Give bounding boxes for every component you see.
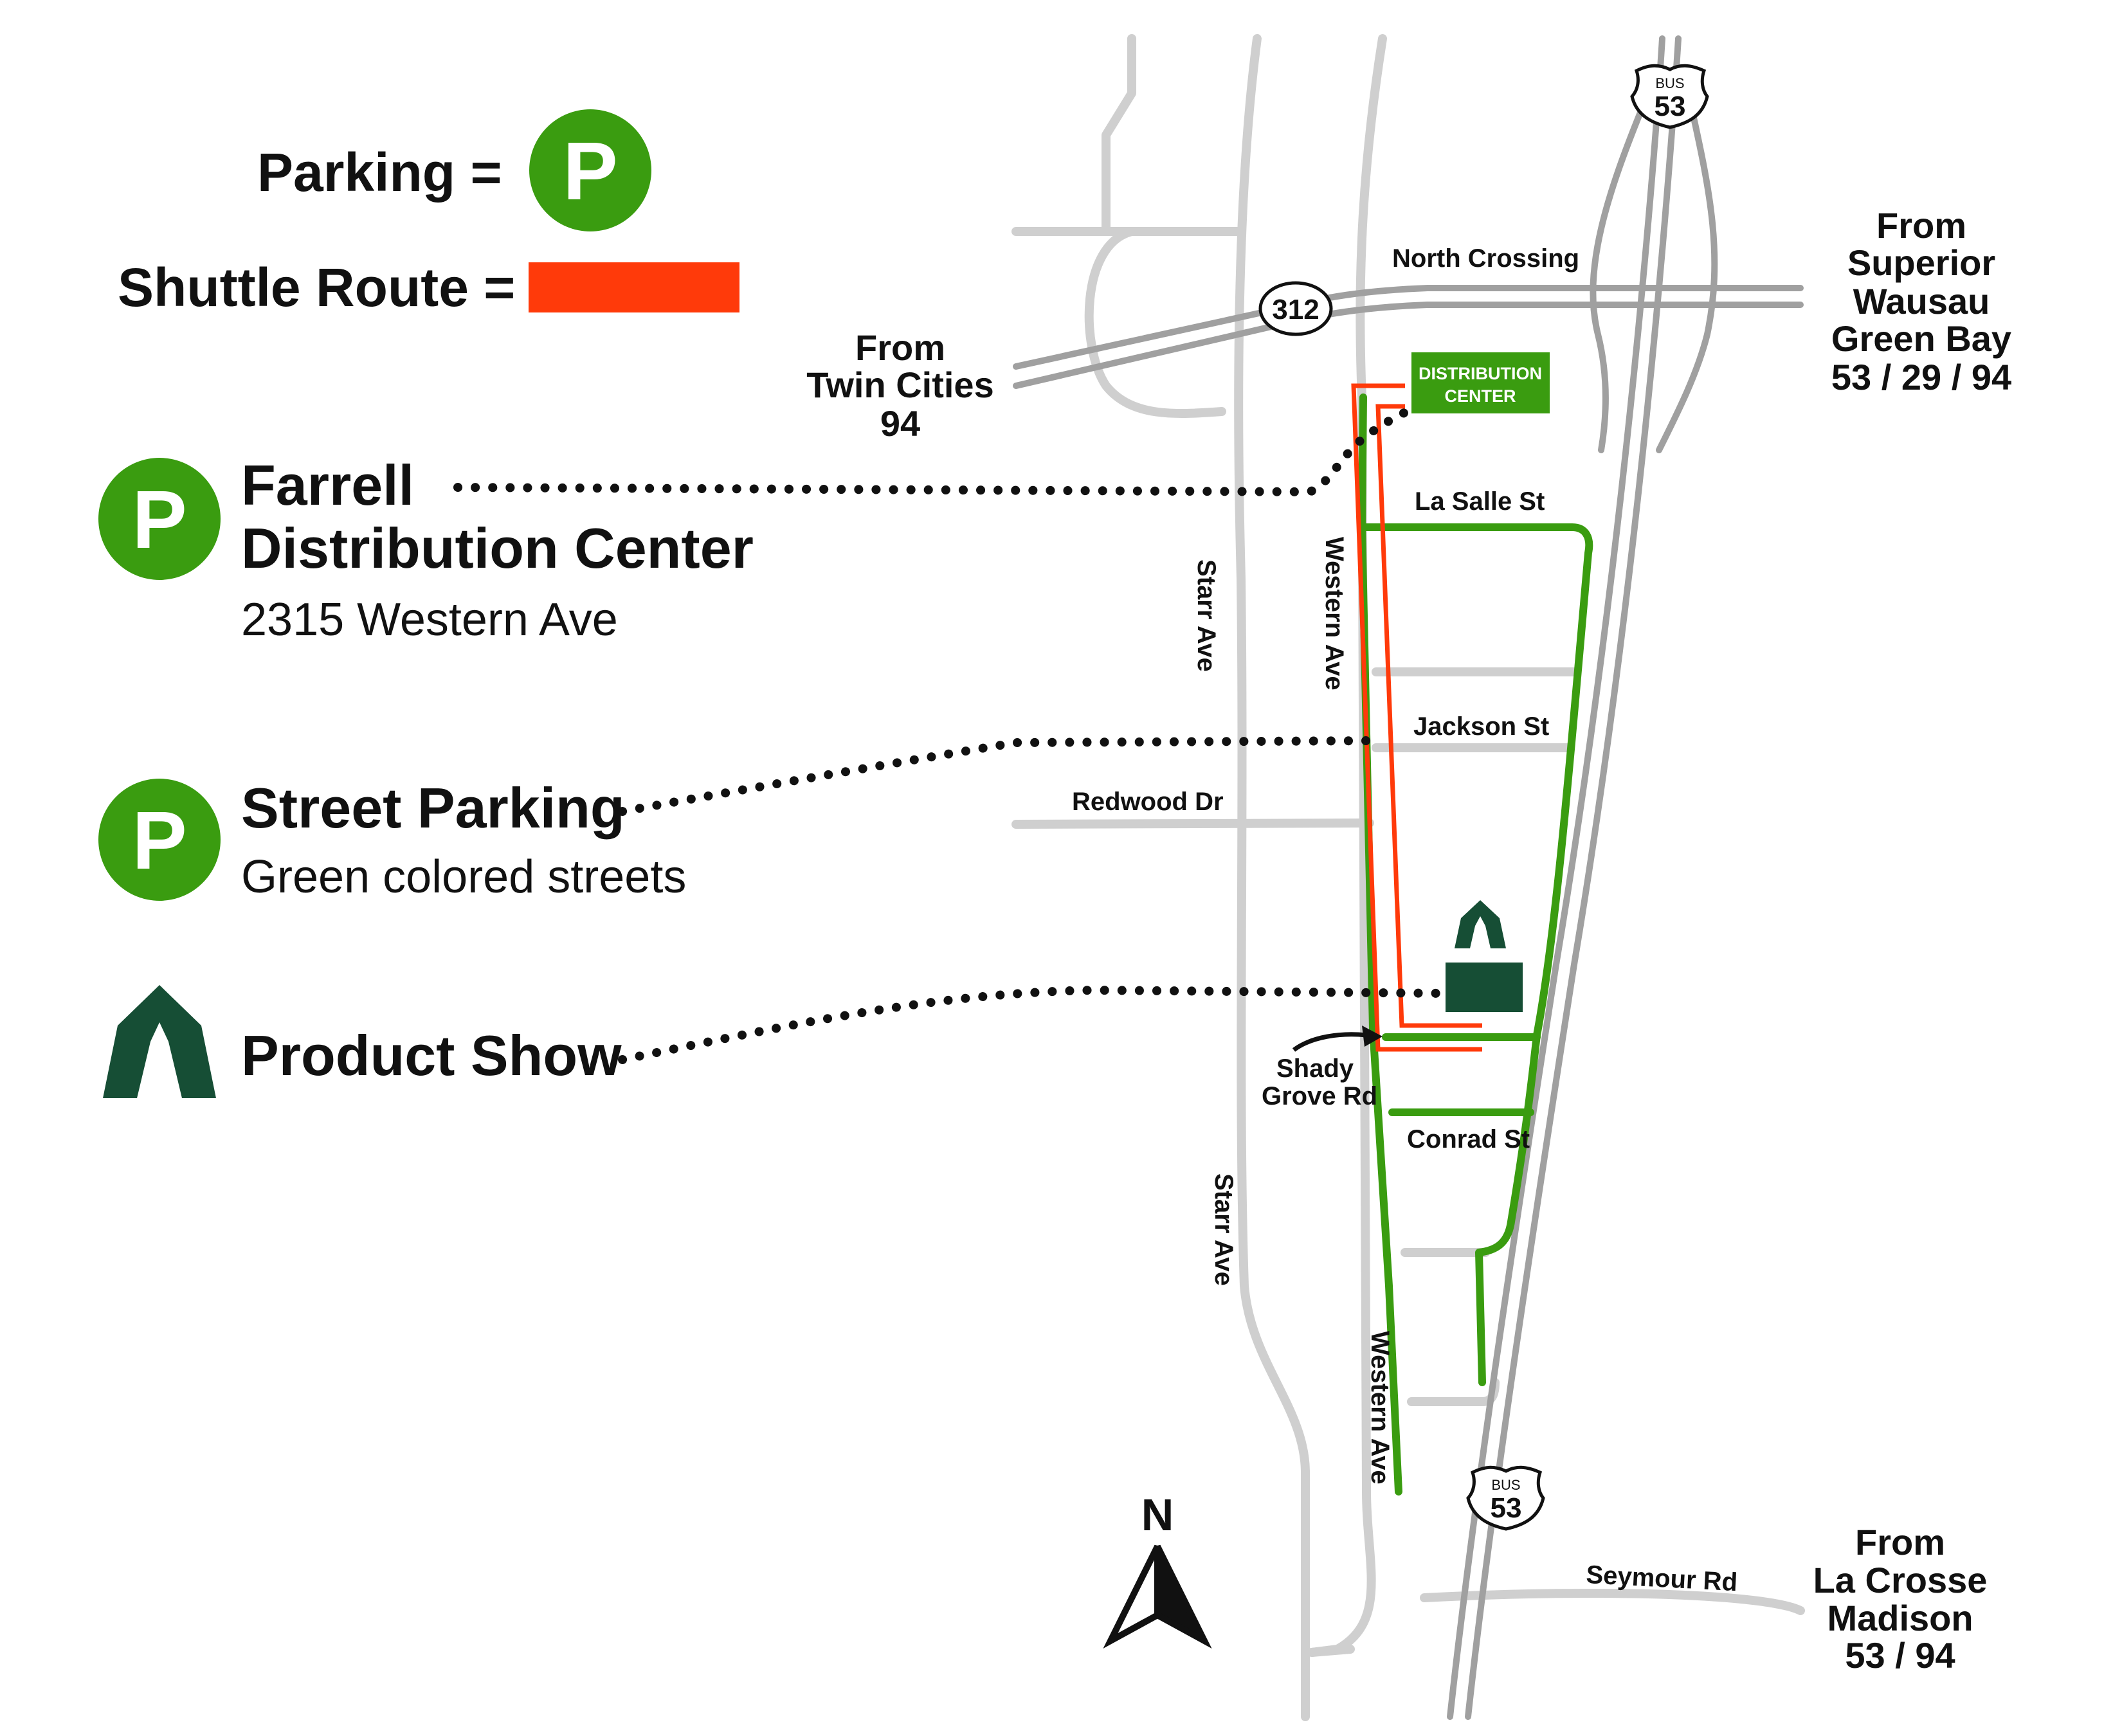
legend-parking-icon xyxy=(529,109,651,231)
street-parking-subtitle: Green colored streets xyxy=(241,851,686,903)
green-la-salle-st xyxy=(1359,523,1593,1386)
north-arrow-icon: N xyxy=(1103,1490,1212,1649)
farrell-title-line1: Farrell xyxy=(241,453,414,517)
leader-farrell xyxy=(453,399,1429,497)
from-superior: From Superior Wausau Green Bay 53 / 29 /… xyxy=(1831,205,2011,397)
legend: Parking = P Shuttle Route = P Farrell Di… xyxy=(98,109,754,1098)
distribution-center-box xyxy=(1411,352,1550,413)
from-superior-line1: From xyxy=(1876,205,1966,246)
label-starr-ave-north: Starr Ave xyxy=(1192,559,1220,672)
from-superior-line5: 53 / 29 / 94 xyxy=(1831,357,2011,397)
shady-grove-arrow xyxy=(1292,1032,1367,1052)
product-show-tent-icon xyxy=(103,985,216,1098)
road-starr-ave xyxy=(1234,34,1310,1721)
highways xyxy=(1013,35,1804,1720)
legend-shuttle-swatch xyxy=(529,262,739,312)
from-la-crosse-line3: Madison xyxy=(1827,1598,1973,1638)
label-starr-ave-south: Starr Ave xyxy=(1210,1173,1238,1286)
highway-ramp-east xyxy=(1656,103,1718,453)
bus-53-shield-north: BUS 53 xyxy=(1630,64,1709,129)
farrell-title-line2: Distribution Center xyxy=(241,516,754,580)
road-western-ave xyxy=(1307,34,1387,1657)
north-label: N xyxy=(1141,1490,1174,1540)
bus-53-shield-south: BUS 53 xyxy=(1466,1465,1545,1531)
street-parking-title: Street Parking xyxy=(241,776,625,840)
highway-ramp-west xyxy=(1590,103,1646,453)
green-western-ave xyxy=(1358,393,1402,1496)
legend-shuttle-label: Shuttle Route = xyxy=(118,257,515,318)
route-312-shield: 312 xyxy=(1258,281,1333,336)
road-northwest xyxy=(1102,34,1136,236)
from-la-crosse-line2: La Crosse xyxy=(1813,1560,1988,1600)
from-superior-line4: Green Bay xyxy=(1831,318,2011,359)
label-north-crossing: North Crossing xyxy=(1392,244,1579,273)
from-superior-line3: Wausau xyxy=(1853,281,1990,321)
shuttle-route xyxy=(1351,383,1482,1052)
bus-53-south-bus-label: BUS xyxy=(1491,1477,1520,1493)
distribution-center-label-line1: DISTRIBUTION xyxy=(1419,364,1542,383)
from-la-crosse-line4: 53 / 94 xyxy=(1845,1635,1955,1676)
from-twin-cities-line3: 94 xyxy=(880,403,920,444)
highway-312-north-crossing xyxy=(1013,285,1804,370)
farrell-parking-icon xyxy=(98,458,221,580)
from-superior-line2: Superior xyxy=(1847,242,1995,283)
leader-product-show xyxy=(618,985,1448,1064)
distribution-center-label-line2: CENTER xyxy=(1444,386,1516,406)
from-twin-cities-line2: Twin Cities xyxy=(806,365,993,405)
route-312-label: 312 xyxy=(1272,294,1319,325)
legend-parking-label: Parking = xyxy=(257,142,502,203)
from-la-crosse-line1: From xyxy=(1855,1522,1945,1562)
label-western-ave-north: Western Ave xyxy=(1320,537,1348,691)
label-shady-grove-line2: Grove Rd xyxy=(1262,1082,1377,1110)
label-jackson-st: Jackson St xyxy=(1413,712,1549,741)
label-western-ave-south: Western Ave xyxy=(1366,1331,1394,1485)
farrell-address: 2315 Western Ave xyxy=(241,594,618,646)
label-la-salle-st: La Salle St xyxy=(1415,487,1545,516)
product-show-map-icon xyxy=(1446,900,1523,1012)
bus-53-north-bus-label: BUS xyxy=(1655,75,1684,91)
highway-312-north-crossing-2 xyxy=(1013,302,1804,389)
product-show-title: Product Show xyxy=(241,1024,622,1087)
from-la-crosse: From La Crosse Madison 53 / 94 xyxy=(1813,1522,1988,1676)
road-seymour-rd xyxy=(1420,1588,1805,1615)
street-labels: North Crossing La Salle St Jackson St Re… xyxy=(1072,244,1738,1596)
local-roads xyxy=(1011,34,1805,1721)
farrell-parking-icon-letter: P xyxy=(132,474,186,566)
shady-grove-arrowhead xyxy=(1362,1026,1383,1047)
label-redwood-dr: Redwood Dr xyxy=(1072,788,1224,816)
bus-53-south-number: 53 xyxy=(1491,1492,1522,1524)
legend-parking-icon-letter: P xyxy=(563,125,617,217)
label-conrad-st: Conrad St xyxy=(1407,1125,1530,1153)
from-twin-cities-line1: From xyxy=(855,327,945,368)
shuttle-route-inner xyxy=(1375,404,1482,1028)
street-parking-icon xyxy=(98,779,221,901)
leader-street-parking xyxy=(618,736,1377,816)
from-twin-cities: From Twin Cities 94 xyxy=(806,327,993,444)
road-redwood-dr xyxy=(1011,818,1374,829)
street-parking-icon-letter: P xyxy=(132,795,186,887)
parking-streets xyxy=(1358,393,1593,1496)
road-loop xyxy=(1011,227,1246,418)
leader-lines xyxy=(453,399,1448,1064)
bus-53-north-number: 53 xyxy=(1655,91,1686,122)
shuttle-route-outer xyxy=(1351,383,1482,1052)
label-shady-grove-line1: Shady xyxy=(1276,1054,1354,1083)
road-southwest xyxy=(1307,1645,1355,1657)
